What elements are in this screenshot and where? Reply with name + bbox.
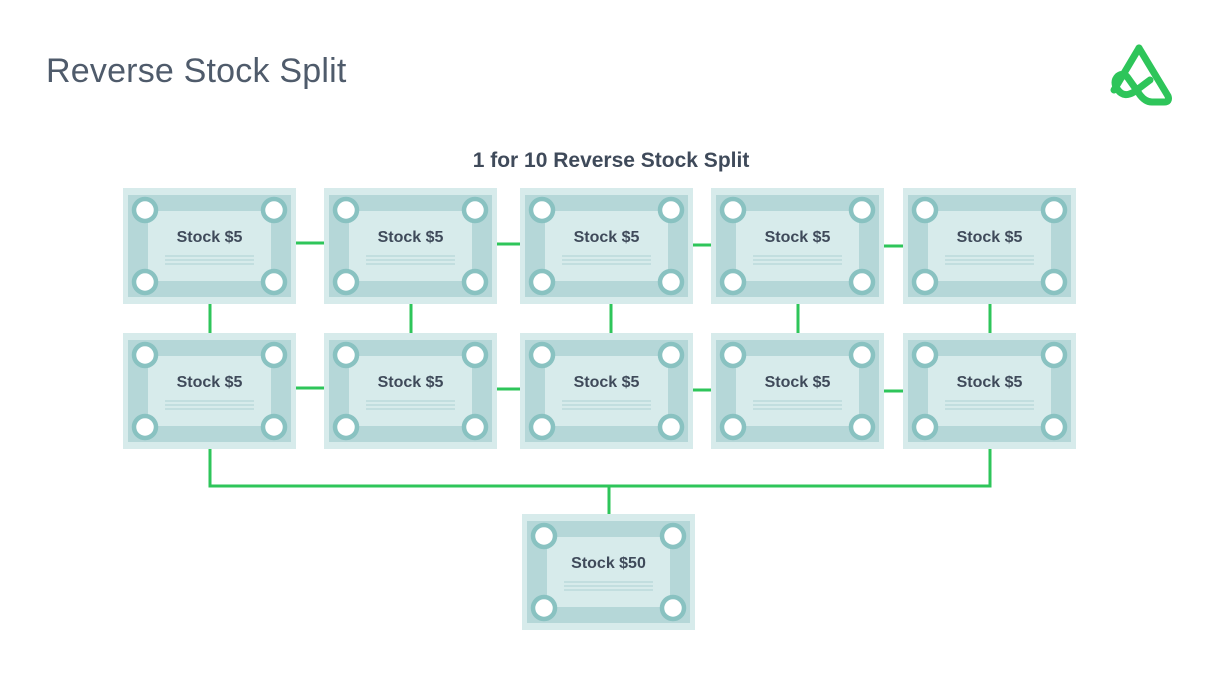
- corner-ring-icon: [332, 341, 360, 369]
- page-title: Reverse Stock Split: [46, 52, 347, 90]
- corner-ring-icon: [848, 413, 876, 441]
- corner-ring-icon: [848, 341, 876, 369]
- corner-ring-icon: [1040, 413, 1068, 441]
- certificate-graphic: [324, 188, 497, 304]
- certificate-graphic: [123, 188, 296, 304]
- certificate-label: Stock $50: [571, 555, 646, 572]
- corner-ring-icon: [461, 413, 489, 441]
- stock-certificate: Stock $5: [520, 188, 693, 304]
- corner-ring-icon: [528, 413, 556, 441]
- corner-ring-icon: [131, 196, 159, 224]
- corner-ring-icon: [911, 413, 939, 441]
- certificate-label: Stock $5: [176, 229, 243, 246]
- corner-ring-icon: [657, 413, 685, 441]
- corner-ring-icon: [260, 268, 288, 296]
- triangle-loop-logo-icon: [1110, 44, 1172, 106]
- certificate-label: Stock $5: [956, 229, 1023, 246]
- corner-ring-icon: [332, 268, 360, 296]
- corner-ring-icon: [131, 413, 159, 441]
- corner-ring-icon: [260, 341, 288, 369]
- corner-ring-icon: [659, 522, 687, 550]
- certificate-graphic: [711, 188, 884, 304]
- certificate-graphic: [522, 514, 695, 630]
- certificate-label: Stock $5: [573, 374, 640, 391]
- corner-ring-icon: [461, 196, 489, 224]
- corner-ring-icon: [332, 413, 360, 441]
- corner-ring-icon: [131, 268, 159, 296]
- certificate-graphic: [520, 333, 693, 449]
- corner-ring-icon: [530, 594, 558, 622]
- certificate-label: Stock $5: [176, 374, 243, 391]
- corner-ring-icon: [719, 413, 747, 441]
- certificate-label: Stock $5: [573, 229, 640, 246]
- certificate-graphic: [520, 188, 693, 304]
- merge-bracket: [208, 447, 992, 488]
- certificate-graphic: [903, 333, 1076, 449]
- corner-ring-icon: [848, 196, 876, 224]
- corner-ring-icon: [528, 341, 556, 369]
- certificate-graphic: [903, 188, 1076, 304]
- stock-certificate: Stock $5: [123, 333, 296, 449]
- corner-ring-icon: [528, 196, 556, 224]
- corner-ring-icon: [719, 196, 747, 224]
- stock-certificate: Stock $5: [123, 188, 296, 304]
- corner-ring-icon: [260, 196, 288, 224]
- certificate-label: Stock $5: [377, 229, 444, 246]
- corner-ring-icon: [1040, 196, 1068, 224]
- certificate-graphic: [324, 333, 497, 449]
- corner-ring-icon: [1040, 341, 1068, 369]
- stock-certificate: Stock $5: [324, 333, 497, 449]
- certificate-graphic: [711, 333, 884, 449]
- stock-certificate: Stock $5: [711, 188, 884, 304]
- certificate-label: Stock $5: [377, 374, 444, 391]
- corner-ring-icon: [131, 341, 159, 369]
- stock-certificate: Stock $5: [520, 333, 693, 449]
- corner-ring-icon: [1040, 268, 1068, 296]
- corner-ring-icon: [657, 268, 685, 296]
- stock-certificate: Stock $5: [711, 333, 884, 449]
- result-certificate: Stock $50: [522, 514, 695, 630]
- corner-ring-icon: [719, 268, 747, 296]
- corner-ring-icon: [911, 268, 939, 296]
- stock-certificate: Stock $5: [324, 188, 497, 304]
- corner-ring-icon: [719, 341, 747, 369]
- corner-ring-icon: [528, 268, 556, 296]
- corner-ring-icon: [332, 196, 360, 224]
- corner-ring-icon: [657, 341, 685, 369]
- corner-ring-icon: [911, 196, 939, 224]
- corner-ring-icon: [260, 413, 288, 441]
- corner-ring-icon: [461, 341, 489, 369]
- certificate-label: Stock $5: [764, 374, 831, 391]
- corner-ring-icon: [911, 341, 939, 369]
- corner-ring-icon: [657, 196, 685, 224]
- corner-ring-icon: [659, 594, 687, 622]
- corner-ring-icon: [848, 268, 876, 296]
- corner-ring-icon: [461, 268, 489, 296]
- certificate-label: Stock $5: [956, 374, 1023, 391]
- corner-ring-icon: [530, 522, 558, 550]
- diagram-title: 1 for 10 Reverse Stock Split: [472, 149, 750, 172]
- stock-certificate: Stock $5: [903, 188, 1076, 304]
- stock-certificate: Stock $5: [903, 333, 1076, 449]
- certificate-label: Stock $5: [764, 229, 831, 246]
- certificate-graphic: [123, 333, 296, 449]
